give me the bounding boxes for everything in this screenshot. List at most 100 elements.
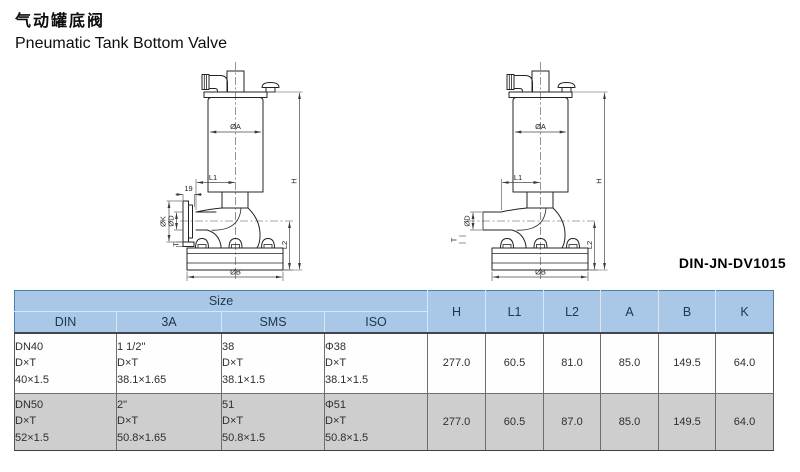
size-cell-iso: Φ38 D×T 38.1×1.5	[323, 332, 429, 394]
table-row-dn40: DN40 D×T 40×1.5 1 1/2" D×T 38.1×1.65 38 …	[14, 332, 775, 394]
size-line: Φ51	[325, 398, 347, 411]
dim-value-a: 85.0	[600, 392, 660, 451]
model-code: DIN-JN-DV1015	[678, 255, 786, 271]
size-line: 38.1×1.5	[325, 373, 369, 386]
size-line: D×T	[325, 357, 347, 369]
size-cell-iso: Φ51 D×T 50.8×1.5	[323, 392, 429, 451]
size-line: 40×1.5	[15, 373, 49, 386]
column-header-b: B	[658, 290, 717, 334]
size-line: D×T	[15, 415, 37, 428]
size-line: 50.8×1.5	[325, 431, 369, 444]
size-cell-din: DN40 D×T 40×1.5	[14, 332, 117, 394]
dim-label-t: T	[450, 237, 459, 242]
dim-label-dia-a: ØA	[535, 122, 546, 131]
size-line: D×T	[222, 415, 244, 428]
size-cell-3a: 2" D×T 50.8×1.65	[116, 392, 222, 451]
flange-bolts	[195, 238, 275, 249]
column-header-din: DIN	[14, 311, 117, 334]
dim-label-dia-b: ØB	[535, 268, 546, 277]
actuator-neck	[221, 191, 249, 209]
dim-value-b: 149.5	[658, 332, 717, 394]
air-elbow-fitting	[506, 74, 533, 93]
size-group-header: Size	[13, 290, 429, 312]
dim-dia-d: ØD	[167, 211, 183, 231]
left-drawing: ØA L1 19 ØK ØD T	[159, 62, 303, 281]
column-header-a: A	[600, 290, 660, 334]
air-elbow-fitting	[201, 74, 228, 93]
column-header-l2: L2	[543, 290, 602, 334]
size-line: DN40	[15, 340, 44, 353]
page-title-english: Pneumatic Tank Bottom Valve	[15, 35, 227, 52]
column-header-sms: SMS	[221, 311, 325, 334]
dim-label-t: T	[172, 242, 181, 247]
clamp-ferrule	[182, 200, 195, 247]
technical-drawings: ØA L1 19 ØK ØD T	[159, 62, 608, 281]
dim-label-l1: L1	[514, 173, 522, 182]
dim-h: H	[572, 91, 608, 271]
dim-value-b: 149.5	[658, 392, 717, 451]
size-line: DN50	[15, 398, 44, 411]
top-plug-cap	[261, 82, 280, 93]
actuator-neck	[526, 191, 554, 209]
valve-body	[195, 207, 261, 249]
size-line: 38.1×1.5	[222, 373, 266, 386]
dim-dia-b: ØB	[186, 268, 284, 281]
column-header-l1: L1	[485, 290, 545, 334]
dim-label-dia-b: ØB	[230, 268, 241, 277]
column-header-3a: 3A	[116, 311, 222, 334]
dim-dia-a: ØA	[210, 122, 261, 134]
dim-dia-b: ØB	[491, 268, 589, 281]
size-line: 50.8×1.5	[222, 431, 266, 444]
size-line: D×T	[15, 357, 37, 369]
size-cell-sms: 38 D×T 38.1×1.5	[221, 332, 325, 394]
page-titles: 气动罐底阀 Pneumatic Tank Bottom Valve	[15, 7, 227, 53]
dim-label-l1: L1	[209, 173, 217, 182]
valve-body	[482, 207, 566, 249]
dim-19: 19	[175, 184, 202, 207]
size-line: 51	[222, 398, 235, 411]
right-drawing: ØA L1 ØD T ØB L2	[450, 62, 608, 281]
size-line: D×T	[117, 415, 139, 428]
dim-label-dia-a: ØA	[230, 122, 241, 131]
size-cell-sms: 51 D×T 50.8×1.5	[221, 392, 325, 451]
size-line: D×T	[222, 357, 244, 369]
size-line: 1 1/2"	[117, 340, 146, 353]
dim-label-dia-d: ØD	[463, 215, 472, 227]
dim-value-l2: 87.0	[543, 392, 602, 451]
dim-label-h: H	[290, 178, 299, 183]
dim-label-dia-d: ØD	[167, 215, 176, 227]
spec-table: Size H L1 L2 A B K DIN 3A SMS ISO DN40 D…	[13, 290, 775, 451]
size-cell-din: DN50 D×T 52×1.5	[14, 392, 117, 451]
dim-dia-d: ØD	[463, 211, 482, 231]
dim-value-k: 64.0	[715, 332, 775, 394]
dim-value-h: 277.0	[427, 392, 487, 451]
flange-bolts	[500, 238, 580, 249]
dim-t: T	[450, 235, 466, 244]
size-line: 50.8×1.65	[117, 431, 167, 444]
size-line: 2"	[117, 398, 128, 411]
dim-label-19: 19	[184, 184, 192, 193]
dim-label-h: H	[595, 178, 604, 183]
size-line: D×T	[117, 357, 139, 369]
size-line: 38	[222, 340, 235, 353]
dim-t: T	[172, 241, 183, 247]
size-line: D×T	[325, 415, 347, 428]
dim-label-l2: L2	[280, 241, 289, 249]
dim-value-h: 277.0	[427, 332, 487, 394]
dim-label-dia-k: ØK	[159, 216, 168, 227]
table-row-dn50: DN50 D×T 52×1.5 2" D×T 50.8×1.65 51 D×T …	[14, 392, 775, 451]
dim-value-k: 64.0	[715, 392, 775, 451]
dim-dia-a: ØA	[515, 122, 566, 134]
dim-label-l2: L2	[585, 241, 594, 249]
column-header-h: H	[427, 290, 487, 334]
size-cell-3a: 1 1/2" D×T 38.1×1.65	[116, 332, 222, 394]
column-header-iso: ISO	[323, 311, 429, 334]
size-line: Φ38	[325, 340, 347, 353]
top-plug-cap	[557, 82, 576, 93]
column-header-k: K	[715, 290, 775, 334]
dim-value-l2: 81.0	[543, 332, 602, 394]
dim-h: H	[267, 91, 303, 271]
dim-value-l1: 60.5	[485, 392, 545, 451]
size-line: 38.1×1.65	[117, 373, 167, 386]
dim-l1: L1	[501, 173, 540, 210]
